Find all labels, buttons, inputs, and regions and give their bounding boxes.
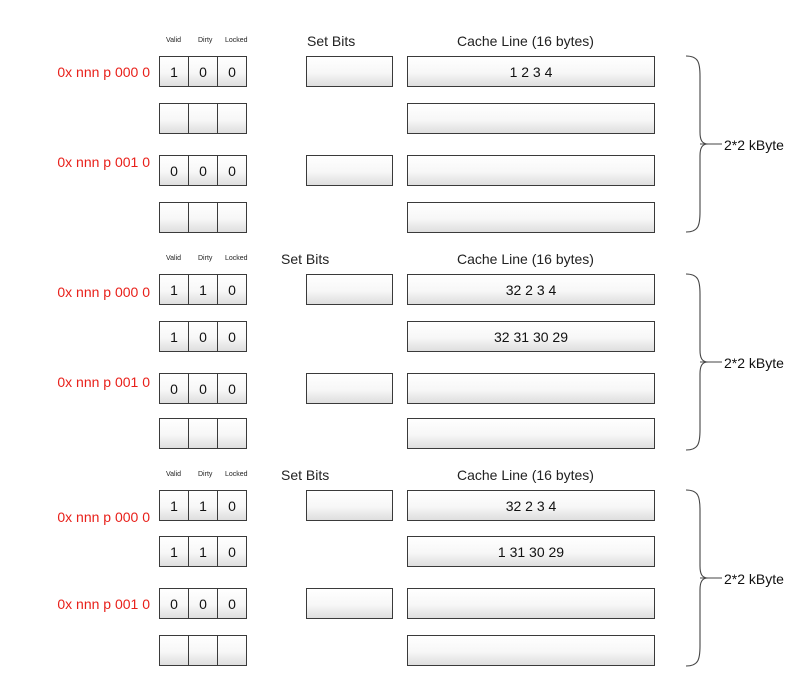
valid-bit: 1 bbox=[159, 321, 189, 352]
valid-bit: 1 bbox=[159, 536, 189, 567]
cache-line-box bbox=[407, 202, 655, 233]
dirty-bit: 1 bbox=[188, 274, 218, 305]
locked-bit: 0 bbox=[217, 373, 247, 404]
valid-bit: 0 bbox=[159, 373, 189, 404]
locked-header: Locked bbox=[225, 37, 248, 44]
cache-line-header: Cache Line (16 bytes) bbox=[457, 251, 594, 267]
status-bits bbox=[159, 635, 247, 666]
dirty-bit: 0 bbox=[188, 155, 218, 186]
cache-line-box bbox=[407, 635, 655, 666]
locked-bit: 0 bbox=[217, 155, 247, 186]
right-brace-icon bbox=[685, 55, 722, 233]
status-bits: 0 0 0 bbox=[159, 373, 247, 404]
status-bits: 1 1 0 bbox=[159, 490, 247, 521]
valid-bit bbox=[159, 103, 189, 134]
dirty-header: Dirty bbox=[198, 255, 213, 262]
right-brace-icon bbox=[685, 273, 722, 451]
locked-bit: 0 bbox=[217, 536, 247, 567]
set-bits-box bbox=[306, 490, 393, 521]
cache-line-box bbox=[407, 588, 655, 619]
cache-line-box: 1 31 30 29 bbox=[407, 536, 655, 567]
status-bits: 1 1 0 bbox=[159, 536, 247, 567]
dirty-bit: 1 bbox=[188, 536, 218, 567]
locked-bit bbox=[217, 103, 247, 134]
dirty-bit: 0 bbox=[188, 321, 218, 352]
cache-line-box: 32 2 3 4 bbox=[407, 490, 655, 521]
address-label: 0x nnn p 001 0 bbox=[57, 374, 150, 390]
dirty-bit: 0 bbox=[188, 588, 218, 619]
set-bits-box bbox=[306, 155, 393, 186]
cache-line-box bbox=[407, 103, 655, 134]
dirty-header: Dirty bbox=[198, 471, 213, 478]
cache-line-box: 1 2 3 4 bbox=[407, 56, 655, 87]
cache-line-header: Cache Line (16 bytes) bbox=[457, 33, 594, 49]
locked-header: Locked bbox=[225, 255, 248, 262]
valid-bit bbox=[159, 635, 189, 666]
status-bits: 1 0 0 bbox=[159, 321, 247, 352]
size-label: 2*2 kByte bbox=[724, 137, 784, 153]
set-bits-header: Set Bits bbox=[307, 33, 356, 49]
dirty-header: Dirty bbox=[198, 37, 213, 44]
status-bits: 0 0 0 bbox=[159, 588, 247, 619]
set-bits-box bbox=[306, 56, 393, 87]
cache-line-box bbox=[407, 373, 655, 404]
valid-bit: 1 bbox=[159, 490, 189, 521]
set-bits-header: Set Bits bbox=[281, 467, 330, 483]
locked-bit: 0 bbox=[217, 321, 247, 352]
valid-header: Valid bbox=[166, 37, 182, 44]
dirty-bit bbox=[188, 635, 218, 666]
status-bits bbox=[159, 103, 247, 134]
status-bits: 1 1 0 bbox=[159, 274, 247, 305]
locked-bit: 0 bbox=[217, 274, 247, 305]
dirty-bit: 0 bbox=[188, 373, 218, 404]
dirty-bit bbox=[188, 202, 218, 233]
locked-bit bbox=[217, 635, 247, 666]
dirty-bit: 1 bbox=[188, 490, 218, 521]
valid-bit: 0 bbox=[159, 155, 189, 186]
address-label: 0x nnn p 001 0 bbox=[57, 154, 150, 170]
status-bits: 1 0 0 bbox=[159, 56, 247, 87]
valid-bit: 0 bbox=[159, 588, 189, 619]
locked-bit: 0 bbox=[217, 56, 247, 87]
status-bits bbox=[159, 202, 247, 233]
status-bits bbox=[159, 418, 247, 449]
set-bits-box bbox=[306, 274, 393, 305]
size-label: 2*2 kByte bbox=[724, 355, 784, 371]
locked-bit: 0 bbox=[217, 588, 247, 619]
valid-bit: 1 bbox=[159, 274, 189, 305]
valid-bit: 1 bbox=[159, 56, 189, 87]
dirty-bit: 0 bbox=[188, 56, 218, 87]
address-label: 0x nnn p 000 0 bbox=[57, 284, 150, 300]
dirty-bit bbox=[188, 103, 218, 134]
locked-header: Locked bbox=[225, 471, 248, 478]
locked-bit: 0 bbox=[217, 490, 247, 521]
valid-bit bbox=[159, 418, 189, 449]
set-bits-box bbox=[306, 373, 393, 404]
address-label: 0x nnn p 000 0 bbox=[57, 64, 150, 80]
address-label: 0x nnn p 001 0 bbox=[57, 596, 150, 612]
cache-line-box bbox=[407, 155, 655, 186]
address-label: 0x nnn p 000 0 bbox=[57, 509, 150, 525]
status-bits: 0 0 0 bbox=[159, 155, 247, 186]
set-bits-box bbox=[306, 588, 393, 619]
set-bits-header: Set Bits bbox=[281, 251, 330, 267]
valid-header: Valid bbox=[166, 471, 182, 478]
cache-line-header: Cache Line (16 bytes) bbox=[457, 467, 594, 483]
locked-bit bbox=[217, 418, 247, 449]
locked-bit bbox=[217, 202, 247, 233]
valid-header: Valid bbox=[166, 255, 182, 262]
dirty-bit bbox=[188, 418, 218, 449]
valid-bit bbox=[159, 202, 189, 233]
size-label: 2*2 kByte bbox=[724, 571, 784, 587]
cache-line-box: 32 31 30 29 bbox=[407, 321, 655, 352]
right-brace-icon bbox=[685, 489, 722, 667]
cache-line-box: 32 2 3 4 bbox=[407, 274, 655, 305]
cache-line-box bbox=[407, 418, 655, 449]
